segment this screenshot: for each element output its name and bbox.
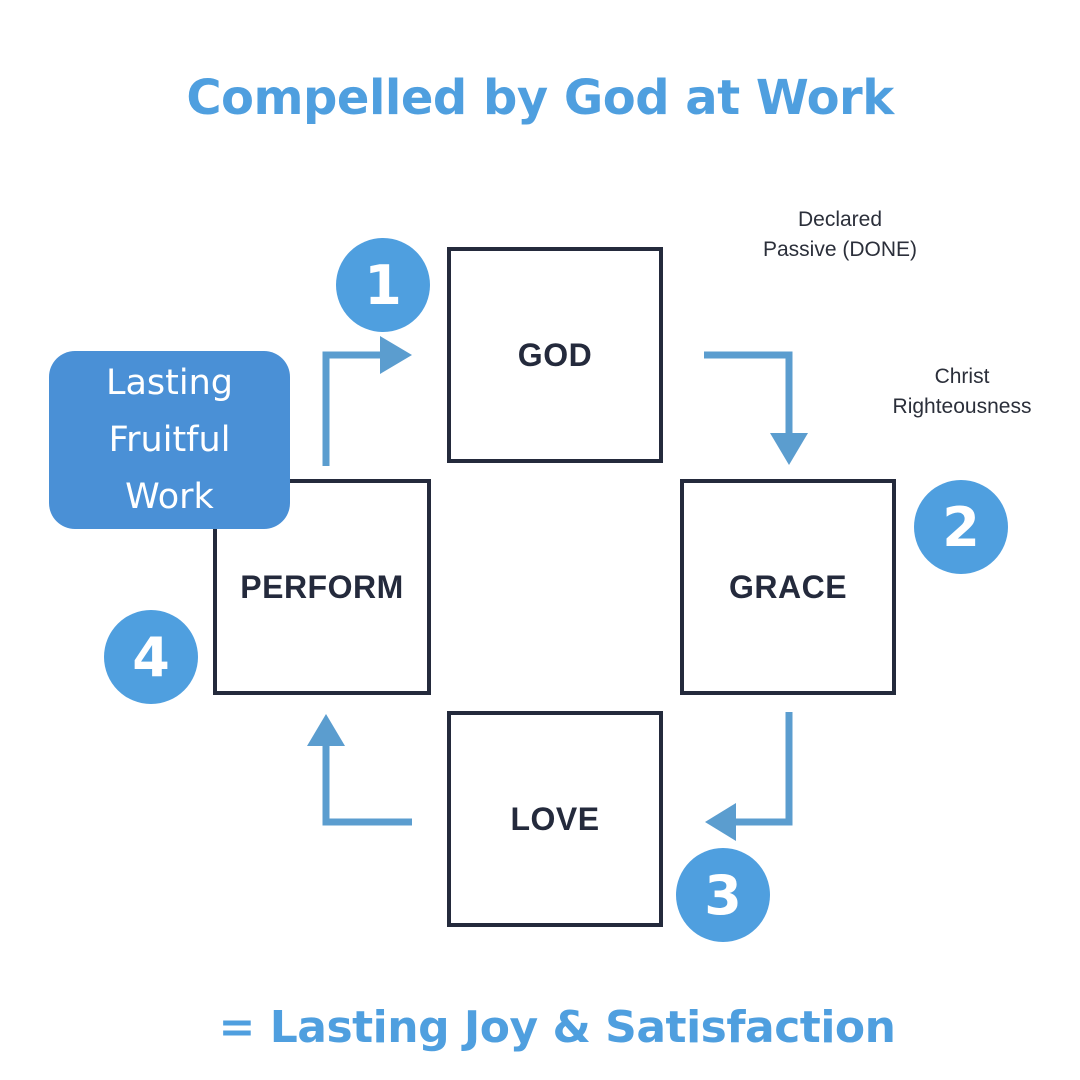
box-love: LOVE	[447, 711, 663, 927]
note-declared-passive: Declared Passive (DONE)	[745, 205, 935, 265]
note-line: Passive (DONE)	[762, 238, 918, 261]
footer-tagline: = Lasting Joy & Satisfaction	[218, 1002, 896, 1053]
note-line: Declared	[797, 208, 883, 231]
box-grace: GRACE	[680, 479, 896, 695]
note-line: Righteousness	[892, 395, 1032, 418]
callout-line: Work	[125, 477, 214, 517]
step-badge-4: 4	[104, 610, 198, 704]
note-line: Christ	[934, 365, 990, 388]
callout-line: Lasting	[105, 363, 234, 403]
step-badge-3: 3	[676, 848, 770, 942]
arrow-grace-to-love	[705, 712, 793, 841]
page-title: Compelled by God at Work	[186, 70, 894, 126]
callout-lasting-fruitful-work: Lasting Fruitful Work	[49, 351, 290, 529]
arrow-god-to-grace	[704, 351, 808, 465]
note-christ-righteousness: Christ Righteousness	[872, 362, 1052, 422]
callout-line: Fruitful	[108, 420, 231, 460]
arrow-love-to-perform	[307, 714, 412, 826]
step-badge-2: 2	[914, 480, 1008, 574]
arrow-perform-to-god	[322, 336, 412, 466]
step-badge-1: 1	[336, 238, 430, 332]
box-god: GOD	[447, 247, 663, 463]
